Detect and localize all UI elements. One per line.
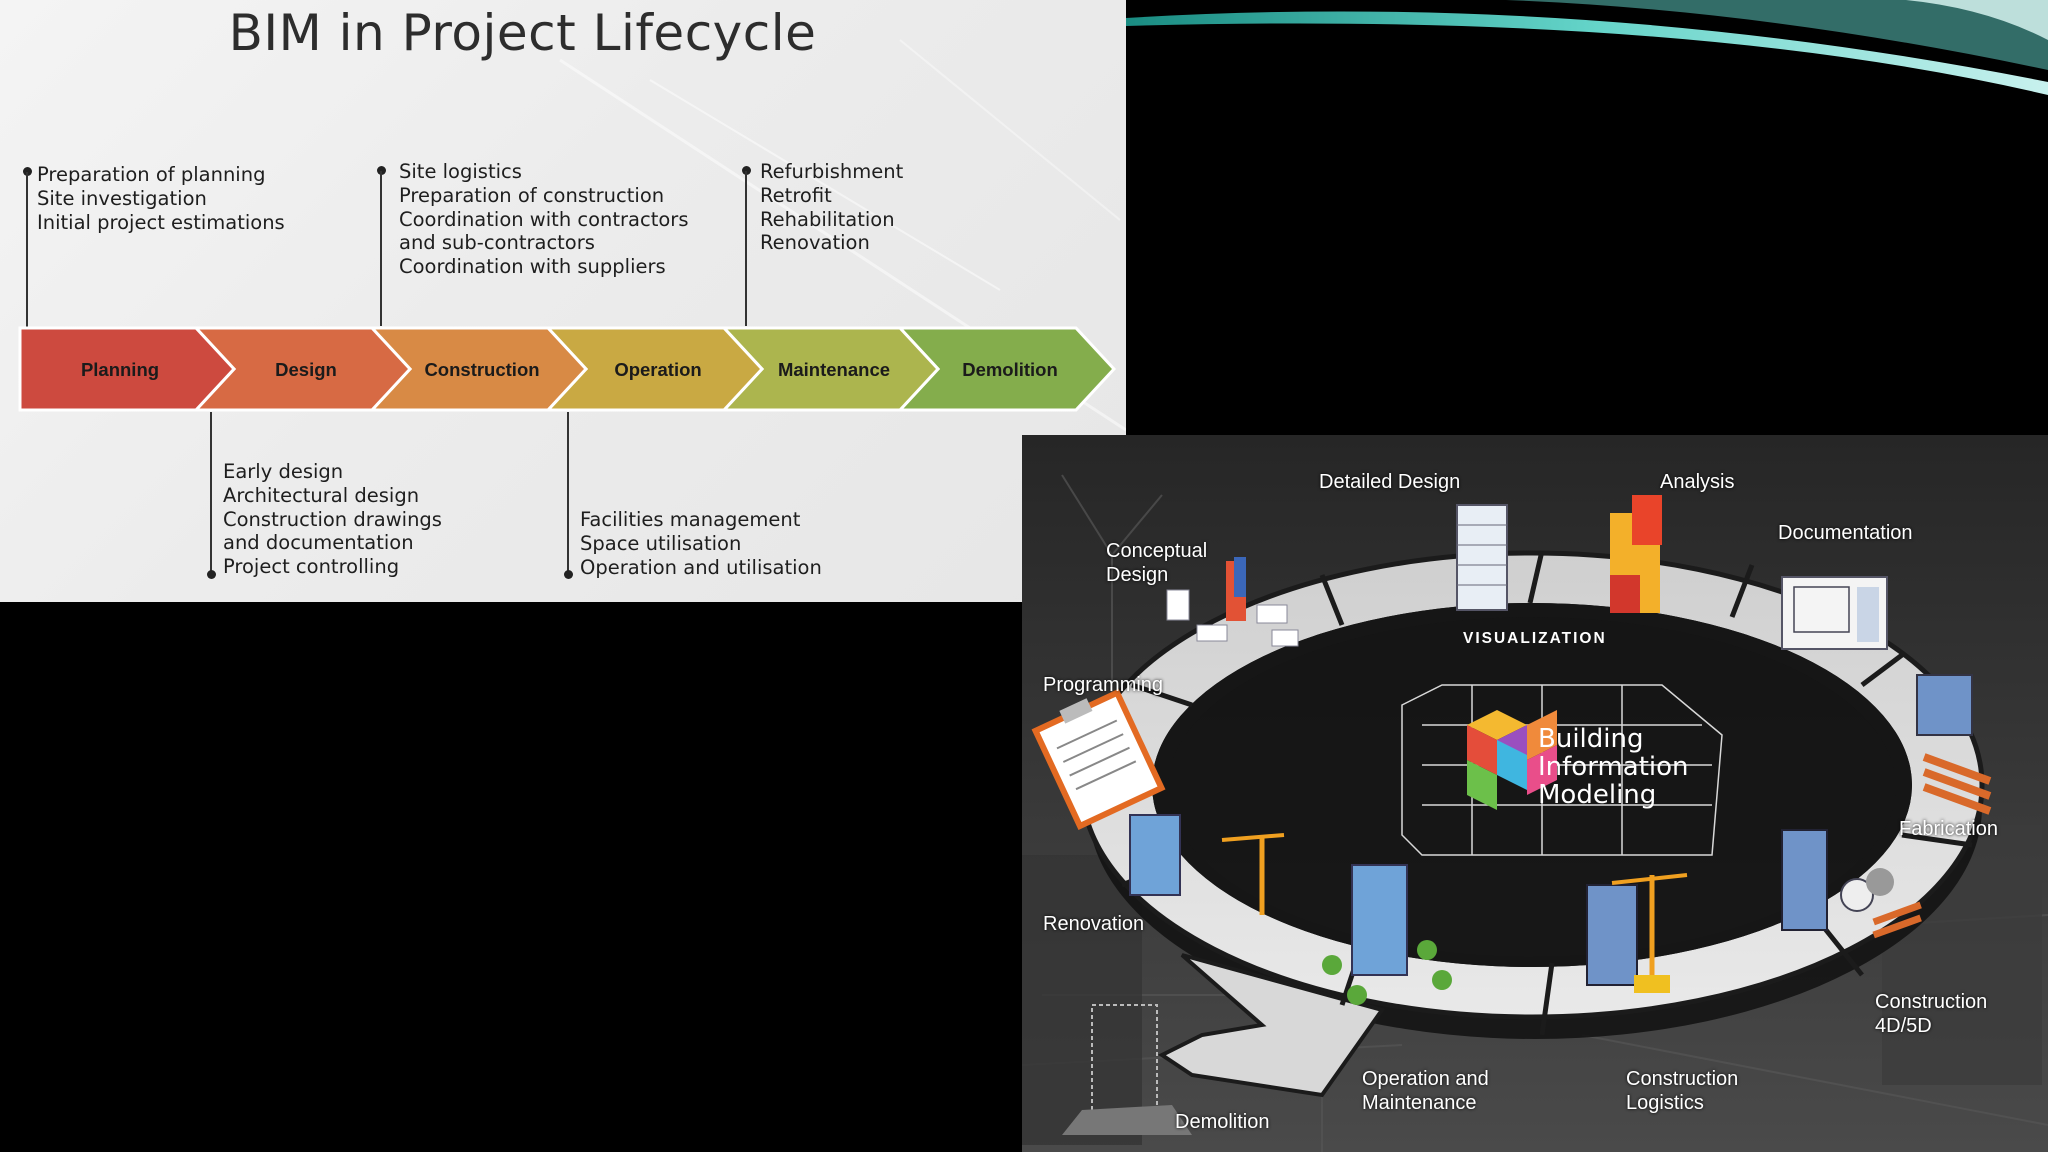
label-line: Construction	[1875, 991, 1988, 1013]
label-line: Programming	[1043, 674, 1164, 696]
clipboard-icon	[1031, 688, 1166, 830]
label-demolition: Demolition	[1175, 1110, 1269, 1134]
ring-caption-visualization: VISUALIZATION	[1463, 630, 1607, 647]
label-line: 4D/5D	[1875, 1015, 1932, 1037]
bim-title-line: Modeling	[1538, 780, 1657, 810]
decorative-swoosh	[1126, 0, 2048, 95]
note-marker-dot	[742, 166, 751, 175]
fabrication-icon	[1916, 674, 1992, 815]
label-line: Detailed Design	[1319, 471, 1461, 493]
note-connector-line	[567, 412, 569, 572]
background-streaks	[559, 39, 1126, 432]
label-line: Operation and	[1362, 1068, 1489, 1090]
bim-lifecycle-slide: BIM in Project Lifecycle Preparation of …	[0, 0, 1126, 602]
note-marker-dot	[207, 570, 216, 579]
demolition-rubble-icon	[1062, 1004, 1192, 1135]
label-line: Documentation	[1778, 522, 1913, 544]
label-line: Demolition	[1175, 1111, 1270, 1133]
note-connector-line	[745, 171, 747, 326]
note-line: Retrofit	[760, 183, 832, 207]
note-line: Site investigation	[37, 186, 207, 210]
stage-label-design: Design	[275, 359, 337, 380]
bim-cycle-graphic: VISUALIZATION Building Information Model…	[1022, 435, 2048, 1152]
note-planning: Preparation of planning Site investigati…	[37, 163, 285, 234]
renovation-building-icon	[1129, 814, 1285, 915]
bim-center-title: Building Information Modeling	[1538, 725, 1689, 809]
slide-title: BIM in Project Lifecycle	[228, 4, 817, 62]
bim-cycle-illustration	[1022, 435, 2048, 1152]
label-conceptual-design: Conceptual Design	[1106, 539, 1207, 587]
note-line: Project controlling	[223, 555, 400, 579]
note-line: Coordination with contractors	[399, 207, 689, 231]
note-line: Renovation	[760, 231, 870, 255]
label-detailed-design: Detailed Design	[1319, 470, 1460, 494]
concept-blocks-icon	[1166, 557, 1299, 647]
note-construction: Site logistics Preparation of constructi…	[399, 160, 688, 279]
note-line: Site logistics	[399, 160, 522, 183]
label-operation-maintenance: Operation and Maintenance	[1362, 1067, 1489, 1115]
note-line: Facilities management	[580, 508, 801, 531]
stage-chevron-planning	[18, 326, 237, 412]
bim-cube-logo	[1467, 710, 1557, 810]
label-line: Fabrication	[1899, 818, 1998, 840]
note-line: and documentation	[223, 531, 414, 555]
note-line: Coordination with suppliers	[399, 255, 666, 279]
note-line: Rehabilitation	[760, 207, 895, 231]
logistics-crane-icon	[1586, 873, 1688, 993]
note-line: Construction drawings	[223, 507, 442, 531]
operation-building-icon	[1322, 864, 1452, 1005]
label-line: Construction	[1626, 1068, 1739, 1090]
label-line: Conceptual	[1106, 540, 1208, 562]
label-line: Maintenance	[1362, 1092, 1477, 1114]
stage-label-construction: Construction	[424, 359, 540, 380]
note-marker-dot	[564, 570, 573, 579]
label-line: Logistics	[1626, 1092, 1704, 1114]
label-documentation: Documentation	[1778, 521, 1913, 545]
lifecycle-arrow	[18, 326, 1117, 412]
label-fabrication: Fabrication	[1899, 817, 1998, 841]
label-renovation: Renovation	[1043, 912, 1144, 936]
bim-title-line: Information	[1538, 752, 1689, 782]
note-marker-dot	[23, 167, 32, 176]
label-programming: Programming	[1043, 673, 1163, 697]
note-design: Early design Architectural design Constr…	[223, 460, 442, 579]
building-icon-analysis	[1610, 495, 1662, 613]
note-line: Preparation of planning	[37, 163, 266, 186]
note-line: and sub-contractors	[399, 231, 595, 255]
stage-label-planning: Planning	[80, 359, 160, 380]
building-icon-detailed	[1456, 504, 1508, 611]
note-maintenance: Refurbishment Retrofit Rehabilitation Re…	[760, 160, 903, 255]
label-line: Renovation	[1043, 913, 1145, 935]
note-line: Early design	[223, 460, 344, 483]
note-line: Space utilisation	[580, 531, 742, 555]
stage-label-operation: Operation	[614, 359, 702, 380]
note-connector-line	[380, 171, 382, 326]
stage-label-maintenance: Maintenance	[777, 359, 891, 380]
note-operation: Facilities management Space utilisation …	[580, 508, 822, 579]
note-connector-line	[26, 172, 28, 327]
note-marker-dot	[377, 166, 386, 175]
note-line: Initial project estimations	[37, 210, 285, 234]
stage-label-demolition: Demolition	[962, 359, 1058, 380]
note-connector-line	[210, 412, 212, 572]
label-line: Analysis	[1660, 471, 1735, 493]
note-line: Refurbishment	[760, 160, 904, 183]
label-line: Design	[1106, 564, 1169, 586]
label-analysis: Analysis	[1660, 470, 1734, 494]
construction-4d-icon	[1781, 829, 1922, 939]
note-line: Preparation of construction	[399, 183, 665, 207]
note-line: Operation and utilisation	[580, 555, 822, 579]
label-construction-logistics: Construction Logistics	[1626, 1067, 1738, 1115]
note-line: Architectural design	[223, 483, 420, 507]
label-construction-4d5d: Construction 4D/5D	[1875, 990, 1987, 1038]
bim-title-line: Building	[1538, 724, 1644, 754]
blueprint-icon	[1781, 576, 1888, 650]
